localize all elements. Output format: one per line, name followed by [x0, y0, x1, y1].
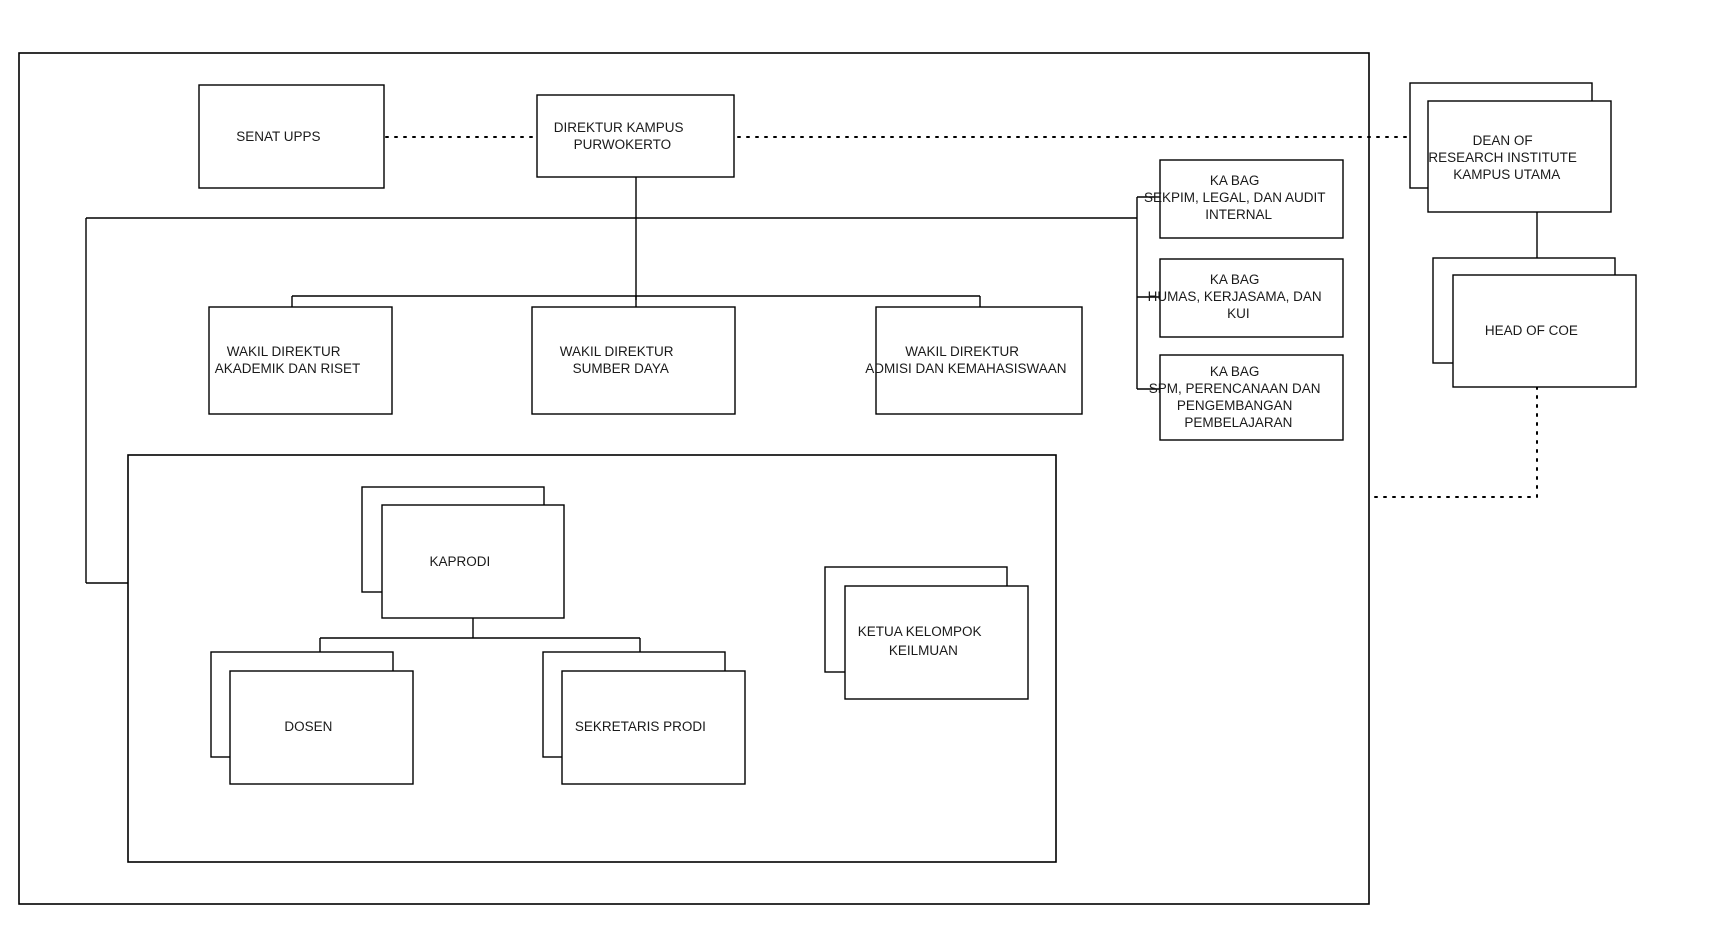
node-kabag-sekpim-box: [1159, 159, 1344, 239]
node-sekretaris-prodi-label: SEKRETARIS PRODI: [575, 719, 732, 734]
node-wadir-akademik-box: [208, 306, 393, 415]
node-kaprodi-box: [381, 504, 565, 619]
node-dean-research-institute-box: [1427, 100, 1612, 213]
node-ketua-kelompok-keilmuan[interactable]: KETUA KELOMPOK KEILMUAN: [824, 566, 1029, 700]
node-wadir-sumber-daya-box: [531, 306, 736, 415]
node-dosen[interactable]: DOSEN: [210, 651, 414, 785]
node-wadir-sumber-daya-label: WAKIL DIREKTUR SUMBER DAYA: [560, 344, 708, 376]
node-kabag-humas-box: [1159, 258, 1344, 338]
node-direktur[interactable]: DIREKTUR KAMPUS PURWOKERTO: [536, 94, 735, 178]
node-wadir-admisi-label: WAKIL DIREKTUR ADMISI DAN KEMAHASISWAAN: [865, 344, 1093, 376]
node-wadir-sumber-daya[interactable]: WAKIL DIREKTUR SUMBER DAYA: [531, 306, 736, 415]
node-dosen-box: [229, 670, 414, 785]
node-direktur-label: DIREKTUR KAMPUS PURWOKERTO: [554, 120, 718, 152]
node-senat-upps-box: [198, 84, 385, 189]
node-direktur-box: [536, 94, 735, 178]
node-sekretaris-prodi-box: [561, 670, 746, 785]
campus-container: [18, 52, 1370, 905]
node-kabag-humas[interactable]: KA BAG HUMAS, KERJASAMA, DAN KUI: [1148, 258, 1356, 338]
node-kabag-sekpim[interactable]: KA BAG SEKPIM, LEGAL, DAN AUDIT INTERNAL: [1144, 159, 1359, 239]
node-sekretaris-prodi[interactable]: SEKRETARIS PRODI: [542, 651, 746, 785]
node-ketua-kelompok-keilmuan-label: KETUA KELOMPOK KEILMUAN: [858, 624, 1016, 658]
node-kaprodi-label: KAPRODI: [429, 554, 516, 569]
node-head-of-coe-label: HEAD OF COE: [1485, 323, 1604, 338]
node-head-of-coe-box: [1452, 274, 1637, 388]
node-senat-upps[interactable]: SENAT UPPS: [198, 84, 385, 189]
node-senat-upps-label: SENAT UPPS: [236, 129, 347, 144]
connector-coe-campus-dotted: [1373, 386, 1538, 498]
node-kabag-spm-box: [1159, 354, 1344, 441]
node-dean-research-institute[interactable]: DEAN OF RESEARCH INSTITUTE KAMPUS UTAMA: [1409, 82, 1612, 213]
prodi-container: [127, 454, 1057, 863]
node-wadir-akademik[interactable]: WAKIL DIREKTUR AKADEMIK DAN RISET: [208, 306, 393, 415]
node-dosen-label: DOSEN: [284, 719, 358, 734]
node-kabag-sekpim-label: KA BAG SEKPIM, LEGAL, DAN AUDIT INTERNAL: [1144, 173, 1359, 222]
node-wadir-admisi-box: [875, 306, 1083, 415]
node-wadir-akademik-label: WAKIL DIREKTUR AKADEMIK DAN RISET: [215, 344, 387, 376]
node-dean-research-institute-label: DEAN OF RESEARCH INSTITUTE KAMPUS UTAMA: [1428, 133, 1610, 182]
node-wadir-admisi[interactable]: WAKIL DIREKTUR ADMISI DAN KEMAHASISWAAN: [865, 306, 1093, 415]
node-head-of-coe[interactable]: HEAD OF COE: [1432, 257, 1637, 388]
node-kaprodi[interactable]: KAPRODI: [361, 486, 565, 619]
node-kabag-humas-label: KA BAG HUMAS, KERJASAMA, DAN KUI: [1148, 272, 1356, 321]
node-kabag-spm-label: KA BAG SPM, PERENCANAAN DAN PENGEMBANGAN…: [1149, 364, 1355, 430]
node-ketua-kelompok-keilmuan-box: [844, 585, 1029, 700]
node-kabag-spm[interactable]: KA BAG SPM, PERENCANAAN DAN PENGEMBANGAN…: [1149, 354, 1355, 441]
